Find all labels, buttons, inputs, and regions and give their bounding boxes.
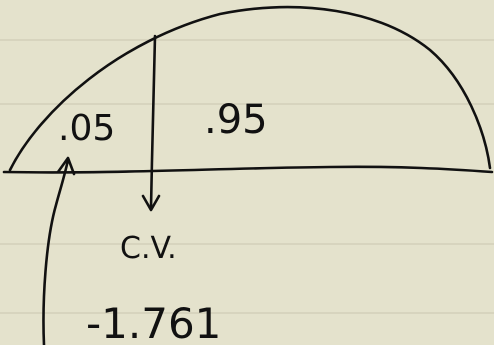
baseline-axis <box>2 165 494 174</box>
right-area-label: .95 <box>204 97 268 143</box>
distribution-curve <box>8 5 492 172</box>
critical-value-line <box>149 34 157 210</box>
left-tail-area-label: .05 <box>58 108 115 149</box>
tail-pointer-arrow <box>42 158 70 345</box>
critical-value-abbrev: C.V. <box>120 231 177 266</box>
critical-value-number: -1.761 <box>86 299 221 345</box>
up-arrowhead <box>56 156 76 176</box>
down-arrowhead <box>141 194 161 212</box>
